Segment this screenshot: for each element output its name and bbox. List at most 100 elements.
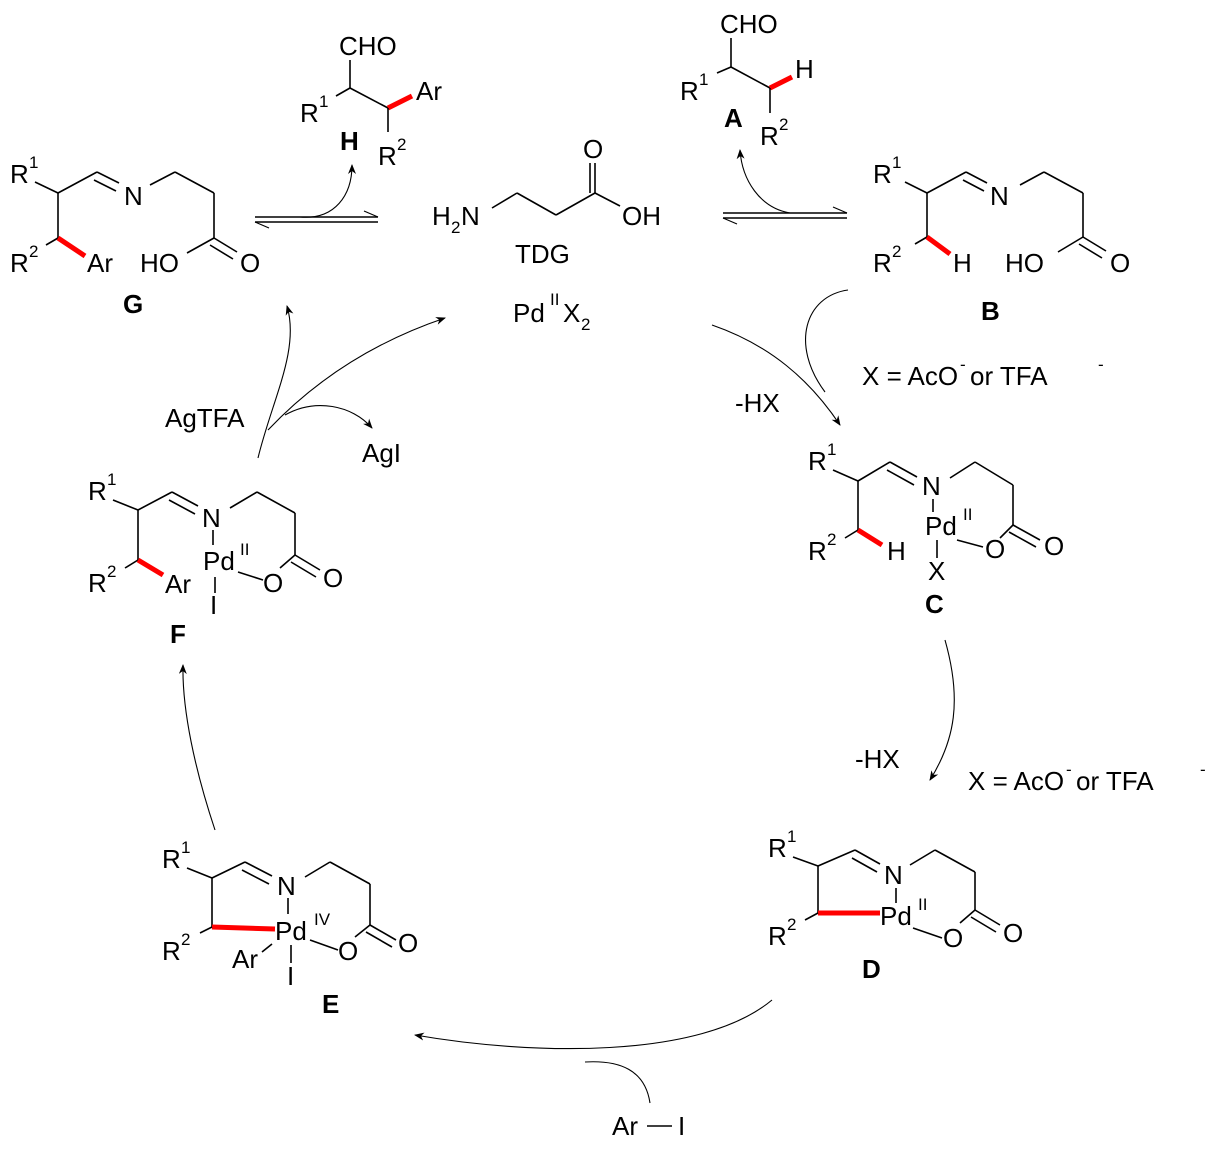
bond	[857, 461, 891, 482]
r-group-label: R	[680, 76, 699, 106]
atom-label: O	[1003, 918, 1023, 948]
bond	[57, 171, 98, 194]
bond	[974, 909, 1001, 926]
atom-label: N	[277, 871, 296, 901]
compound-label-D: D	[862, 954, 881, 984]
compound-label-A: A	[724, 103, 743, 133]
bond	[956, 539, 984, 548]
equilibrium-head	[722, 217, 738, 225]
equilibrium-head	[363, 210, 379, 218]
r-group-label: R	[378, 141, 397, 171]
bond	[335, 87, 351, 97]
atom-label: Pd	[880, 901, 912, 931]
atom-label: I	[287, 961, 294, 991]
oxidation-state: II	[918, 895, 927, 914]
bond	[261, 943, 273, 953]
arrow-D-to-E	[414, 999, 773, 1050]
new-c-c-bond	[925, 234, 952, 257]
bond	[229, 491, 258, 509]
arrow-ArI-join	[584, 1061, 651, 1104]
r-group-label: R	[162, 844, 181, 874]
x-definition: X = AcO	[968, 766, 1064, 796]
new-c-c-bond	[136, 557, 165, 578]
atom-label: Ar	[416, 76, 442, 106]
bond	[804, 912, 819, 921]
tdg-label: TDG	[515, 239, 570, 269]
atom-label: H	[887, 536, 906, 566]
r-group-index: 2	[779, 115, 788, 134]
arrow-to-C	[711, 324, 841, 426]
bond	[516, 192, 557, 216]
bond	[959, 909, 976, 924]
bond	[241, 869, 270, 885]
atom-label: OH	[622, 201, 661, 231]
atom-label: X	[928, 556, 945, 586]
r-group-label: R	[873, 248, 892, 278]
catalyst-ligand: X	[563, 298, 580, 328]
bond	[965, 171, 988, 184]
charge: -	[1098, 355, 1104, 374]
r-group-label: R	[768, 833, 787, 863]
charge: -	[960, 355, 966, 374]
atom-label: H	[432, 201, 451, 231]
r-group-label: R	[873, 159, 892, 189]
bond	[149, 171, 176, 186]
atom-label: H	[795, 54, 814, 84]
bond	[237, 571, 264, 581]
r-group-label: R	[808, 446, 827, 476]
r-group-index: 1	[29, 153, 38, 172]
r-group-label: R	[88, 476, 107, 506]
new-c-c-bond	[768, 74, 794, 91]
r-group-index: 1	[107, 470, 116, 489]
atom-label: CHO	[720, 9, 778, 39]
r-group-label: R	[88, 568, 107, 598]
bond	[186, 867, 213, 879]
charge: -	[1200, 760, 1206, 779]
compound-label-G: G	[123, 289, 143, 319]
r-group-index: 2	[29, 242, 38, 261]
atom-label: N	[461, 201, 480, 231]
atom-label: Ar	[232, 944, 258, 974]
catalyst-pd: Pd	[513, 298, 545, 328]
bond	[256, 491, 296, 514]
aryl-iodide-i: I	[678, 1111, 685, 1141]
charge: -	[1066, 760, 1072, 779]
bond	[974, 461, 1014, 486]
new-c-c-bond	[211, 924, 276, 932]
bond	[1043, 171, 1084, 194]
r-group-index: 1	[787, 827, 796, 846]
subscript: 2	[451, 218, 460, 237]
r-group-index: 1	[892, 153, 901, 172]
bond	[949, 461, 976, 479]
atom-label: O	[583, 134, 603, 164]
subscript: 2	[581, 315, 590, 334]
arrow-C-to-D	[929, 639, 955, 781]
arrow-release-H	[299, 164, 356, 218]
bond	[594, 192, 621, 207]
bond	[168, 499, 196, 515]
bond	[369, 924, 397, 941]
atom-label: Pd	[925, 511, 957, 541]
bond	[962, 179, 985, 192]
reaction-arrows	[178, 149, 955, 1127]
atom-label: O	[338, 936, 358, 966]
new-c-c-bond	[856, 527, 884, 548]
bond	[851, 857, 878, 873]
bond	[137, 491, 173, 511]
minus-hx-label: -HX	[855, 744, 900, 774]
arrow-to-PdX2	[267, 317, 446, 431]
atom-label: I	[210, 590, 217, 620]
compound-label-B: B	[981, 296, 1000, 326]
agtfa-label: AgTFA	[165, 403, 245, 433]
oxidation-state: IV	[314, 910, 331, 929]
bond	[926, 171, 967, 194]
bond	[45, 237, 59, 246]
bond	[186, 237, 215, 254]
r-group-index: 1	[181, 838, 190, 857]
bond	[716, 66, 732, 74]
new-c-c-bond	[56, 235, 87, 259]
atom-label: Pd	[203, 546, 235, 576]
r-group-index: 2	[181, 930, 190, 949]
